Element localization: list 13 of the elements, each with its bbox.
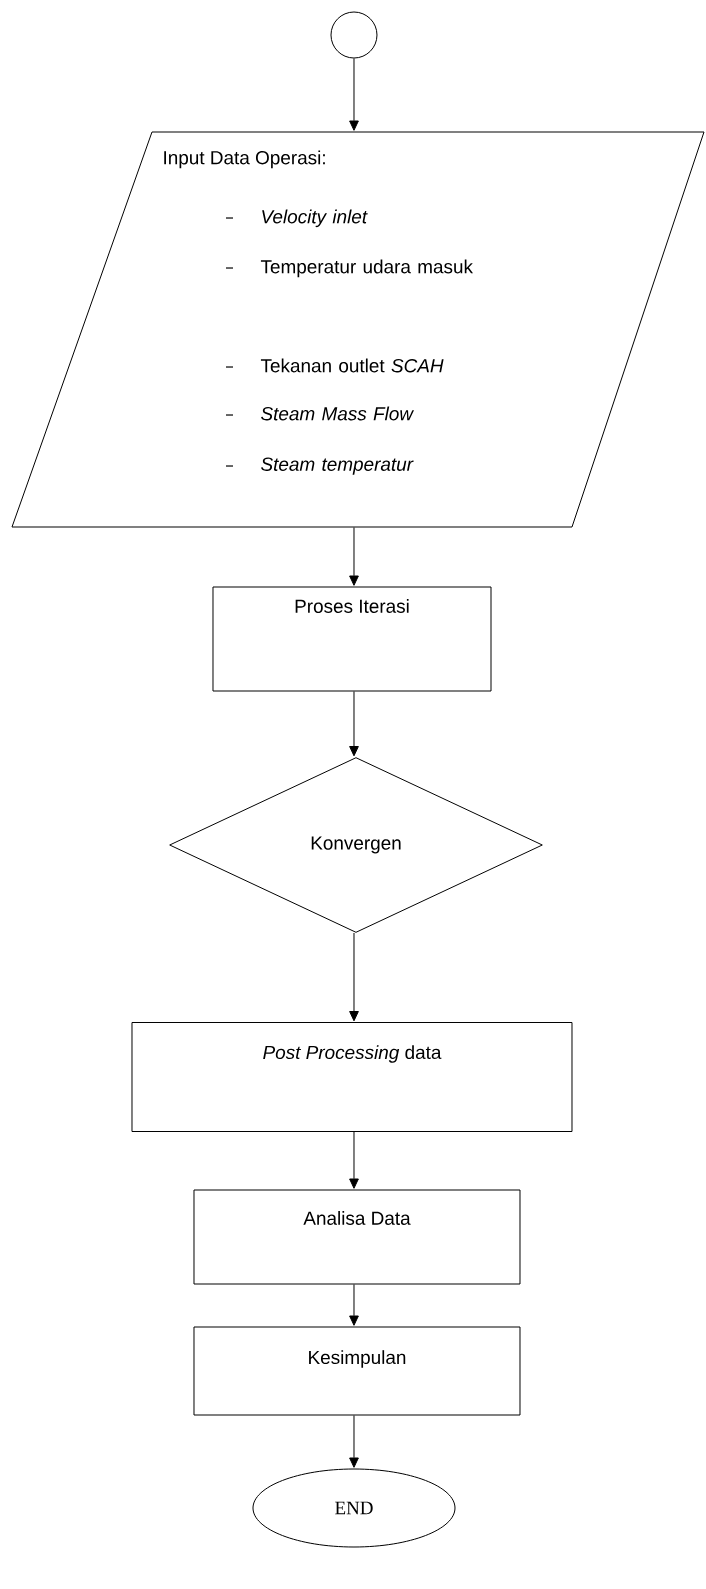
process-box: Kesimpulan <box>193 1326 521 1416</box>
arrow <box>349 932 359 1022</box>
arrow <box>349 691 359 757</box>
start-circle <box>330 11 378 59</box>
arrow <box>349 527 359 586</box>
arrow <box>349 1284 359 1326</box>
input-parallelogram: Input Data Operasi: Velocity inlet Temperatur udara masuk Tekanan outlet SCAH Steam Mass Flow Steam temperatur <box>11 131 705 528</box>
arrow <box>349 58 359 131</box>
process-box: Proses Iterasi <box>212 586 492 692</box>
arrow <box>349 1131 359 1189</box>
process-box: Analisa Data <box>193 1189 521 1285</box>
arrow <box>349 1415 359 1468</box>
process-box: Post Processing data <box>131 1022 573 1132</box>
